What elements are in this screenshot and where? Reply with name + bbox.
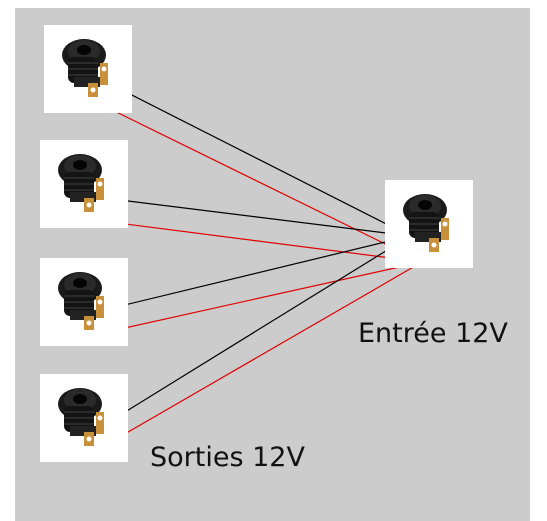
wire-negative-2 xyxy=(103,197,411,237)
wire-positive-2 xyxy=(101,220,423,263)
input-label: Entrée 12V xyxy=(358,318,508,349)
wire-negative-4 xyxy=(103,235,411,426)
wire-negative-1 xyxy=(111,84,411,237)
dc-barrel-jack-icon xyxy=(58,388,104,446)
dc-barrel-jack-icon xyxy=(403,194,449,252)
wire-negative-3 xyxy=(103,235,411,311)
input-jack xyxy=(385,180,473,268)
dc-barrel-jack-icon xyxy=(58,272,104,330)
dc-barrel-jack-icon xyxy=(58,154,104,212)
output-jack-3 xyxy=(40,258,128,346)
output-jack-2 xyxy=(40,140,128,228)
output-jack-4 xyxy=(40,374,128,462)
outputs-label: Sorties 12V xyxy=(150,442,305,473)
output-jack-1 xyxy=(44,25,132,113)
wire-positive-4 xyxy=(103,261,423,447)
wire-positive-1 xyxy=(99,103,423,263)
wire-positive-3 xyxy=(101,261,423,334)
dc-barrel-jack-icon xyxy=(62,39,108,97)
